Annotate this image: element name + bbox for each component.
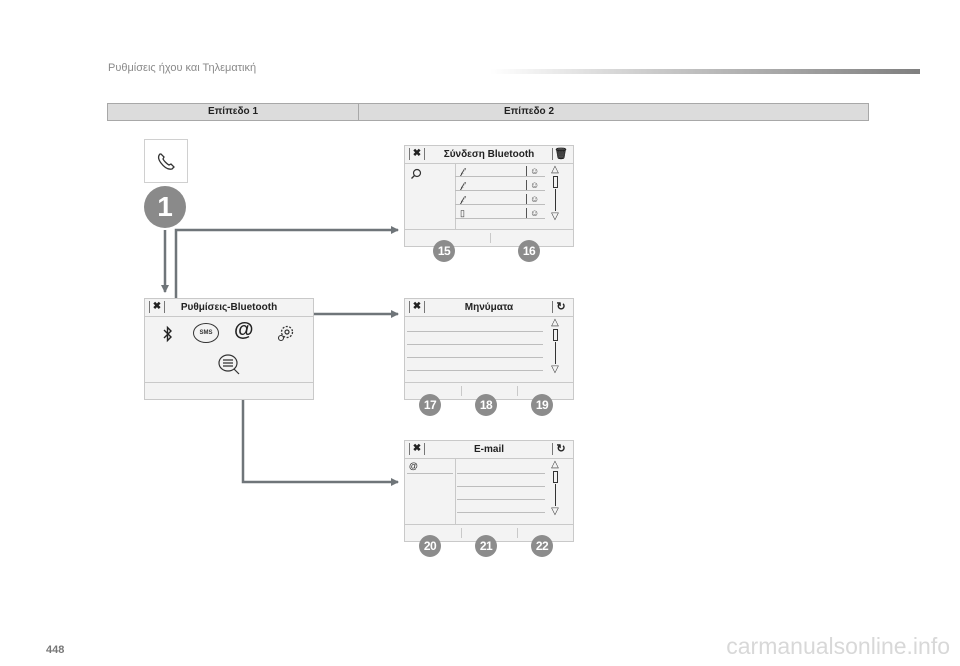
screen-title: ✖ Σύνδεση Bluetooth 🗑: [405, 146, 573, 164]
close-icon[interactable]: ✖: [149, 301, 165, 313]
callout-19: 19: [531, 394, 553, 416]
email-screen: ✖ E-mail ↻ @ △ ▽: [404, 440, 574, 542]
profile-icon[interactable]: ☺: [526, 208, 539, 218]
header-rule: [490, 69, 920, 74]
scrollbar[interactable]: △ ▽: [549, 459, 561, 523]
refresh-icon[interactable]: ↻: [552, 443, 569, 455]
scroll-up-icon: △: [551, 317, 559, 328]
close-icon[interactable]: ✖: [409, 301, 425, 313]
message-list-icon[interactable]: [217, 353, 241, 375]
callout-18: 18: [475, 394, 497, 416]
bluetooth-connection-screen: ✖ Σύνδεση Bluetooth 🗑 𝒻 𝒻 𝒻 ▯ ☺ ☺ ☺ ☺ △ …: [404, 145, 574, 247]
messages-screen: ✖ Μηνύματα ↻ △ ▽: [404, 298, 574, 400]
screen-title: ✖ E-mail ↻: [405, 441, 573, 459]
scroll-down-icon: ▽: [551, 364, 559, 375]
close-icon[interactable]: ✖: [409, 148, 425, 160]
callout-22: 22: [531, 535, 553, 557]
profile-icon[interactable]: ☺: [526, 180, 539, 190]
scroll-down-icon: ▽: [551, 211, 559, 222]
delete-icon[interactable]: 🗑: [552, 148, 569, 160]
profile-icon[interactable]: ☺: [526, 166, 539, 176]
sms-icon[interactable]: SMS: [193, 323, 219, 343]
page-number: 448: [46, 644, 65, 656]
callout-21: 21: [475, 535, 497, 557]
scroll-up-icon: △: [551, 459, 559, 470]
screen-footer: [405, 382, 573, 399]
bluetooth-icon[interactable]: [161, 325, 175, 343]
scroll-down-icon: ▽: [551, 506, 559, 517]
phone-device-icon[interactable]: 𝒻: [460, 194, 465, 204]
callout-20: 20: [419, 535, 441, 557]
screen-title: ✖ Ρυθμίσεις-Bluetooth: [145, 299, 313, 317]
arrow-bluetooth-to-connection: [174, 226, 399, 330]
scroll-up-icon: △: [551, 164, 559, 175]
bluetooth-settings-screen: ✖ Ρυθμίσεις-Bluetooth SMS @: [144, 298, 314, 400]
screen-footer: [405, 524, 573, 541]
screen-footer: [405, 229, 573, 246]
email-icon[interactable]: @: [234, 319, 254, 341]
section-title: Ρυθμίσεις ήχου και Τηλεματική: [108, 62, 257, 74]
media-device-icon[interactable]: ▯: [460, 208, 465, 218]
callout-17: 17: [419, 394, 441, 416]
phone-icon: [157, 153, 175, 170]
email-account-icon[interactable]: @: [409, 461, 418, 471]
screen-footer: [145, 382, 313, 399]
column-divider: [455, 164, 456, 230]
close-icon[interactable]: ✖: [409, 443, 425, 455]
callout-16: 16: [518, 240, 540, 262]
level-header-bar: Επίπεδο 1 Επίπεδο 2: [107, 103, 869, 121]
watermark: carmanualsonline.info: [726, 633, 950, 659]
column-divider: [455, 459, 456, 525]
search-icon[interactable]: [410, 168, 422, 180]
level-2-label: Επίπεδο 2: [503, 106, 555, 117]
phone-menu-button[interactable]: [144, 139, 188, 183]
screen-title: ✖ Μηνύματα ↻: [405, 299, 573, 317]
phone-device-icon[interactable]: 𝒻: [460, 180, 465, 190]
scrollbar[interactable]: △ ▽: [549, 164, 561, 228]
step-number-badge: 1: [144, 186, 186, 228]
phone-device-icon[interactable]: 𝒻: [460, 166, 465, 176]
settings-gear-icon[interactable]: [276, 323, 296, 343]
level-1-label: Επίπεδο 1: [108, 104, 359, 120]
callout-15: 15: [433, 240, 455, 262]
profile-icon[interactable]: ☺: [526, 194, 539, 204]
refresh-icon[interactable]: ↻: [552, 301, 569, 313]
scrollbar[interactable]: △ ▽: [549, 317, 561, 381]
